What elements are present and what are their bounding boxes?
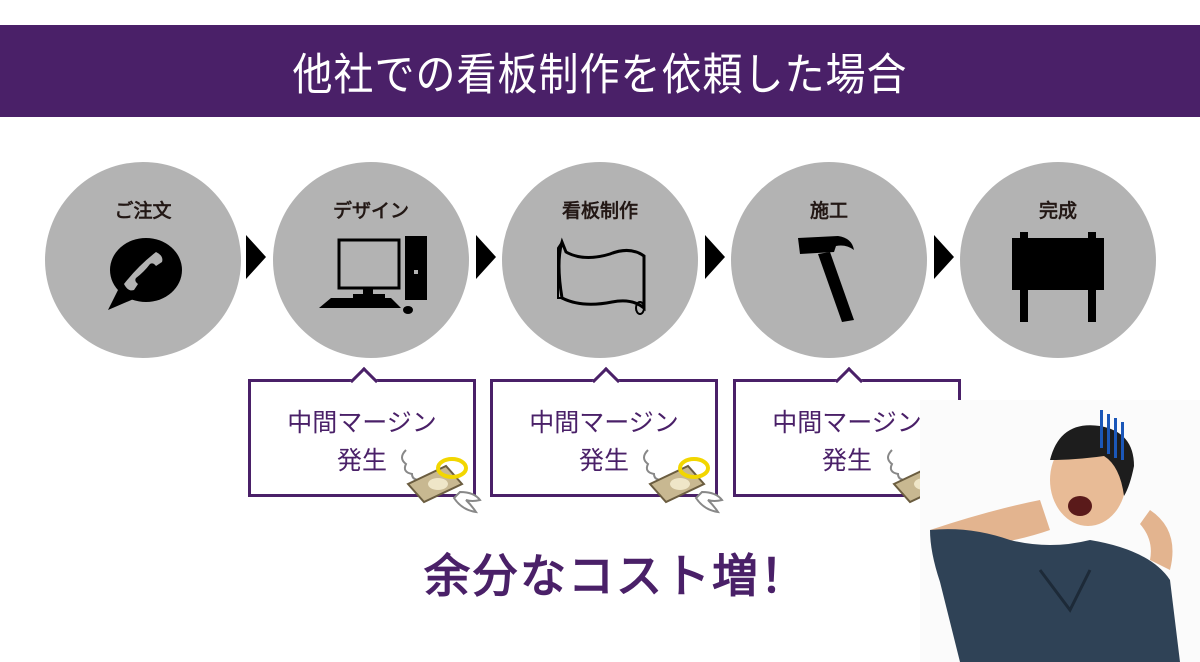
cost-increase-headline: 余分なコスト増！ — [424, 549, 808, 603]
step-label: 完成 — [1038, 200, 1077, 222]
callout-text: 中間マージン 発生 — [493, 404, 715, 480]
margin-callout: 中間マージン 発生 — [248, 366, 476, 497]
step-complete: 完成 — [960, 162, 1156, 358]
callout-line2: 発生 — [821, 446, 872, 475]
flow-arrow-icon — [934, 235, 954, 279]
callout-text: 中間マージン 発生 — [251, 404, 473, 480]
flow-arrow-icon — [246, 235, 266, 279]
margin-callout: 中間マージン 発生 — [490, 366, 718, 497]
callout-pointer — [349, 366, 379, 396]
signboard-icon — [960, 232, 1156, 322]
step-label: 看板制作 — [561, 200, 638, 222]
hammer-icon — [731, 232, 927, 322]
callout-line2: 発生 — [578, 446, 629, 475]
desktop-computer-icon — [273, 232, 469, 314]
flow-arrow-icon — [705, 235, 725, 279]
flying-money-icon — [401, 449, 482, 514]
callout-pointer — [834, 366, 864, 396]
page-title: 他社での看板制作を依頼した場合 — [292, 50, 908, 101]
scroll-banner-icon — [502, 232, 698, 316]
callout-line1: 中間マージン — [287, 408, 437, 437]
step-sign-making: 看板制作 — [502, 162, 698, 358]
callout-line1: 中間マージン — [529, 408, 679, 437]
callout-line2: 発生 — [336, 446, 387, 475]
title-banner: 他社での看板制作を依頼した場合 — [0, 25, 1200, 117]
step-label: 施工 — [809, 200, 848, 222]
step-construction: 施工 — [731, 162, 927, 358]
step-label: デザイン — [332, 200, 409, 222]
flying-money-icon — [643, 449, 724, 514]
step-design: デザイン — [273, 162, 469, 358]
distressed-person-illustration — [920, 400, 1200, 662]
step-label: ご注文 — [114, 200, 172, 222]
callout-text: 中間マージン 発生 — [736, 404, 958, 480]
step-order: ご注文 — [45, 162, 241, 358]
phone-chat-icon — [45, 232, 241, 312]
callout-line1: 中間マージン — [772, 408, 922, 437]
callout-pointer — [591, 366, 621, 396]
flow-arrow-icon — [476, 235, 496, 279]
